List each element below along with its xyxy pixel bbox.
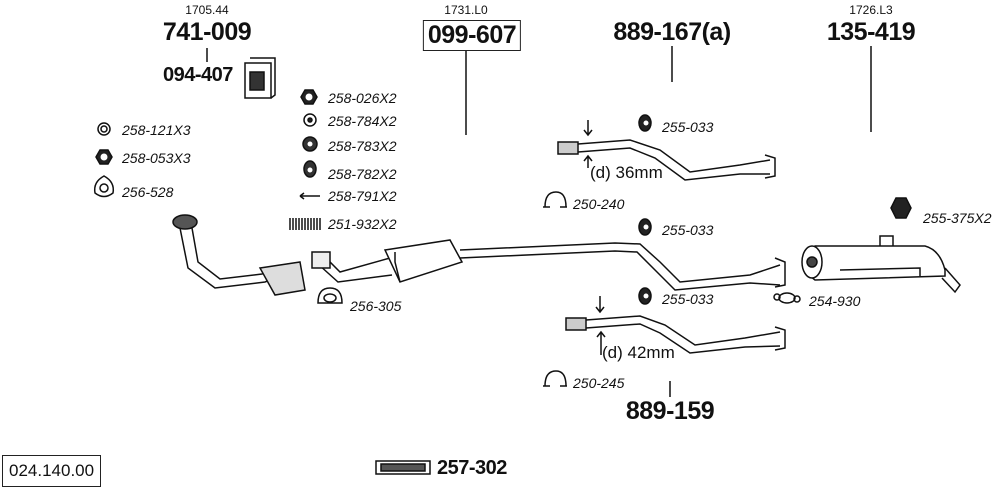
pipe-a-diameter: (d) 36mm	[590, 163, 663, 182]
mount-icon	[638, 218, 652, 236]
catalyst-part-number[interactable]: 099-607	[422, 20, 522, 51]
bolt-icon	[299, 192, 320, 200]
pipe-b-drawing	[565, 296, 786, 355]
rear-clamp-label[interactable]: 254-930	[809, 293, 861, 309]
mount-label[interactable]: 255-033	[662, 222, 714, 238]
washer-icon-hole	[100, 125, 108, 133]
rubber-mount-icon	[890, 197, 912, 219]
middle-pipe-drawing	[459, 242, 786, 291]
model-code: 024.140.00	[2, 455, 102, 487]
catalyst-drawing	[311, 239, 464, 283]
hardware-label[interactable]: 258-784X2	[328, 113, 397, 129]
mount-label[interactable]: 255-033	[662, 119, 714, 135]
bracket-part-number[interactable]: 094-407	[163, 64, 233, 86]
downpipe-drawing	[172, 214, 306, 296]
pipe-a-drawing	[557, 120, 776, 181]
clamp-icon	[543, 191, 567, 208]
downpipe-ref: 1705.44	[185, 3, 229, 17]
center-pipe-b-part-number[interactable]: 889-159	[625, 397, 715, 425]
hardware-label[interactable]: 256-528	[122, 184, 174, 200]
bracket-icon	[244, 57, 276, 99]
hardware-label[interactable]: 258-783X2	[328, 138, 397, 154]
rear-mount-label[interactable]: 255-375X2	[923, 210, 992, 226]
mount-icon	[638, 114, 652, 132]
hardware-label[interactable]: 251-932X2	[328, 216, 397, 232]
rear-silencer-part-number[interactable]: 135-419	[826, 18, 916, 46]
catalyst-ref: 1731.L0	[444, 3, 488, 17]
center-pipe-a-part-number[interactable]: 889-167(a)	[613, 18, 731, 46]
gasket-label[interactable]: 256-305	[350, 298, 402, 314]
clamp-label[interactable]: 250-240	[573, 196, 625, 212]
gasket-icon	[317, 287, 343, 304]
mount-label[interactable]: 255-033	[662, 291, 714, 307]
flange-clamp-icon	[773, 292, 801, 304]
clamp-icon	[543, 370, 567, 387]
rear-silencer-ref: 1726.L3	[849, 3, 893, 17]
gasket-icon	[93, 175, 115, 198]
pipe-b-diameter: (d) 42mm	[602, 343, 675, 362]
hardware-label[interactable]: 258-053X3	[122, 150, 191, 166]
kit-part-number[interactable]: 257-302	[437, 457, 507, 479]
washer-icon	[303, 113, 317, 127]
clamp-label[interactable]: 250-245	[573, 375, 625, 391]
kit-icon	[375, 460, 431, 475]
mount-icon	[638, 287, 652, 305]
hardware-label[interactable]: 258-026X2	[328, 90, 397, 106]
rear-silencer-drawing	[801, 235, 961, 294]
hardware-label[interactable]: 258-782X2	[328, 166, 397, 182]
hardware-label[interactable]: 258-121X3	[122, 122, 191, 138]
spring-icon	[289, 218, 321, 230]
washer-icon	[97, 122, 111, 136]
downpipe-part-number[interactable]: 741-009	[162, 18, 252, 46]
hardware-label[interactable]: 258-791X2	[328, 188, 397, 204]
